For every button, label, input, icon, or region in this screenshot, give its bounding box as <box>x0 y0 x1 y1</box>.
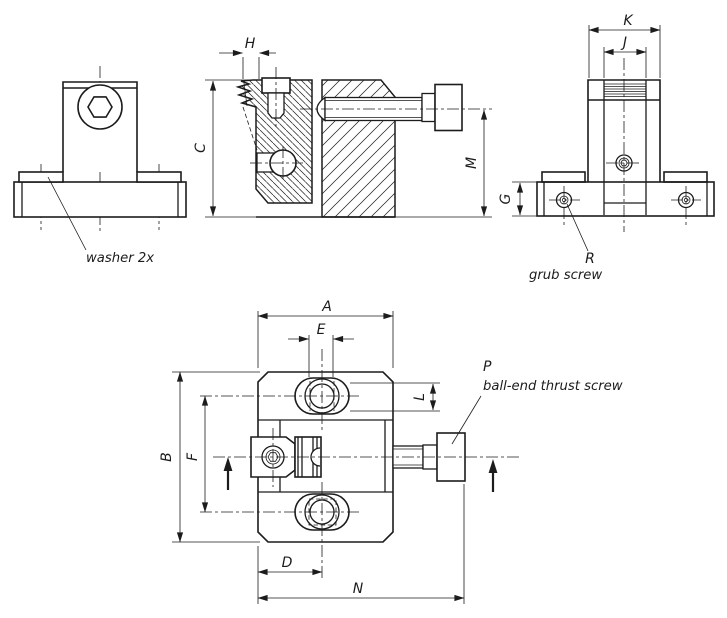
label-r: R <box>585 251 595 267</box>
plan-view: A E L B F D N P ball-end thrust screw <box>159 299 623 604</box>
dim-label-a: A <box>321 299 332 315</box>
dim-label-c: C <box>193 143 209 153</box>
washer-leader-line <box>47 176 87 251</box>
socket-screw-head <box>77 84 123 130</box>
section-view: H C M <box>193 36 492 218</box>
dim-label-n: N <box>353 581 364 597</box>
serration-lines <box>604 83 646 97</box>
dim-label-g: G <box>498 193 514 204</box>
washer-left <box>18 171 64 183</box>
jaw-tilt-hidden-line <box>242 106 258 151</box>
dim-label-b: B <box>159 452 175 462</box>
force-arrow-left <box>223 457 233 490</box>
dim-label-k: K <box>623 13 634 29</box>
dim-label-e: E <box>317 322 326 338</box>
center-screw <box>615 154 633 172</box>
hidden-pocket <box>308 498 337 526</box>
side-washer-left <box>541 171 586 183</box>
dim-label-h: H <box>245 36 256 52</box>
dim-label-m: M <box>464 157 480 169</box>
thrust-screw-neck <box>421 92 436 123</box>
hex-socket-icon <box>267 452 279 462</box>
grub-screw-right <box>677 191 695 209</box>
dim-label-l: L <box>412 393 428 401</box>
ball-arc <box>310 447 321 467</box>
side-view: K J G R grub screw <box>498 13 715 283</box>
grub-screw-left <box>555 191 573 209</box>
thrust-screw-leader-line <box>451 395 482 445</box>
dim-label-f: F <box>185 452 201 461</box>
thrust-screw-annotation: ball-end thrust screw <box>483 379 623 394</box>
grub-screw-annotation: grub screw <box>529 268 602 283</box>
dim-label-j: J <box>620 35 627 51</box>
washer-right <box>136 171 182 183</box>
hex-socket-icon <box>620 159 628 167</box>
hex-socket-icon <box>87 96 113 118</box>
washer-annotation: washer 2x <box>86 251 154 266</box>
side-washer-right <box>663 171 708 183</box>
clamp-base <box>13 181 187 218</box>
grub-screw-leader-line <box>566 203 589 252</box>
side-column-outline <box>587 79 661 182</box>
side-base <box>536 181 715 217</box>
thrust-screw-head <box>434 83 463 132</box>
front-view: washer 2x <box>13 66 187 266</box>
force-arrow-right <box>488 459 498 492</box>
dim-label-d: D <box>282 555 293 571</box>
label-p: P <box>483 359 492 375</box>
